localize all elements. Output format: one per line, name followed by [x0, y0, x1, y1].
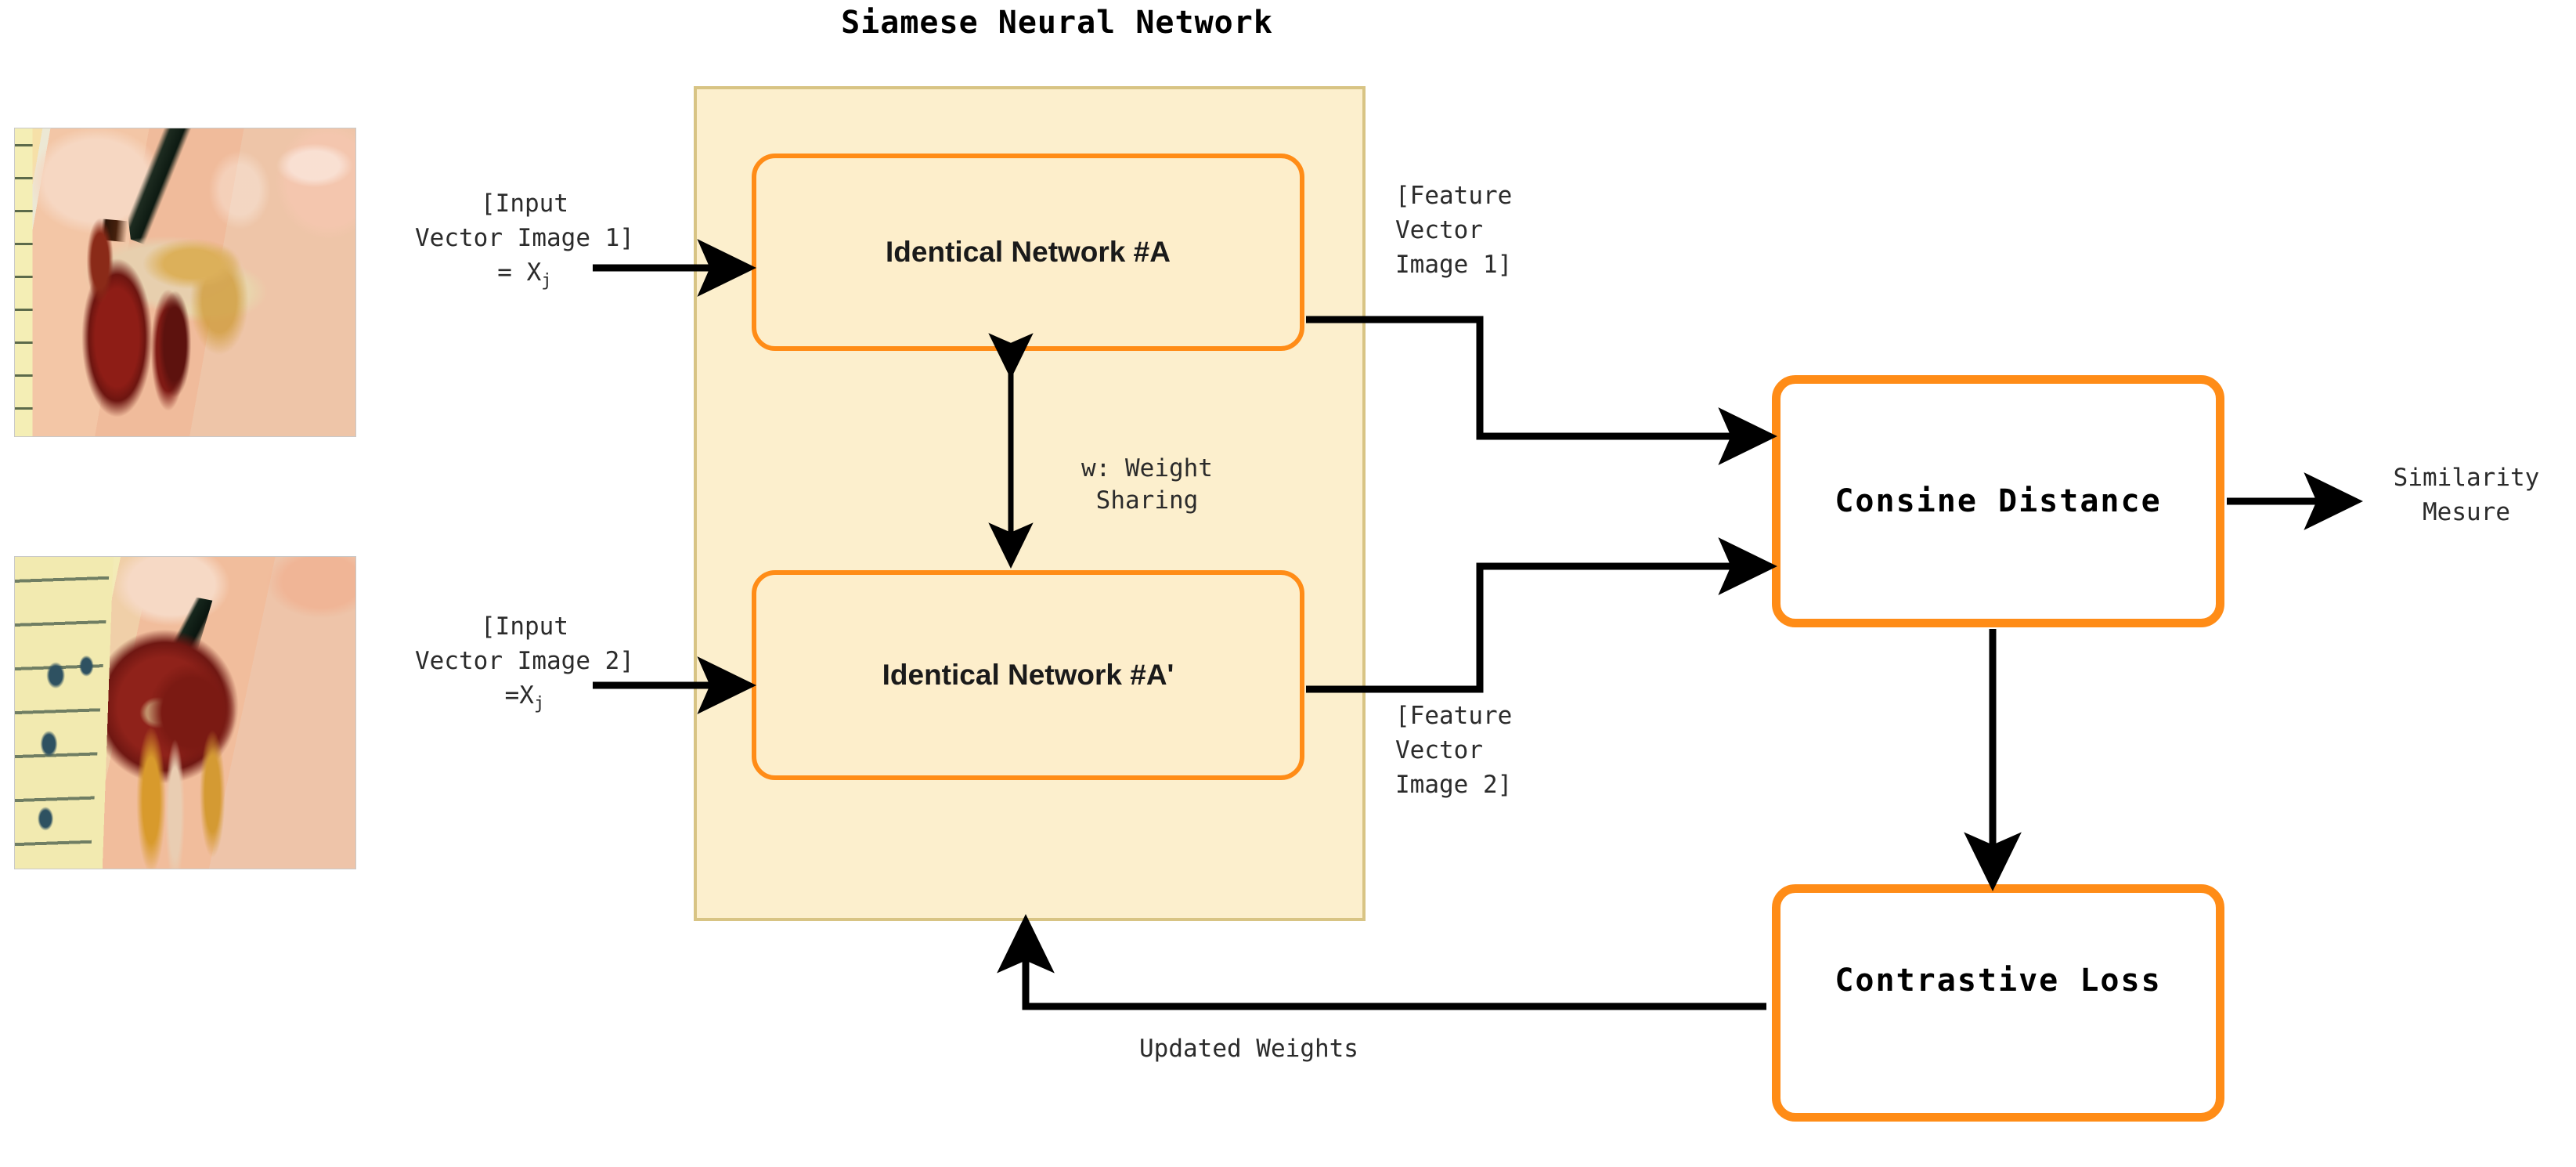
identical-network-a-prime-box[interactable]: Identical Network #A': [752, 570, 1304, 780]
input-1-subscript: j: [541, 270, 552, 291]
feature-vector-1-label: [Feature Vector Image 1]: [1395, 182, 1513, 280]
contrastive-loss-box[interactable]: Contrastive Loss: [1772, 884, 2224, 1122]
input-image-1: [14, 128, 356, 437]
arrow-updated-weights-feedback: [997, 914, 1766, 1010]
input-image-2: [14, 556, 356, 869]
input-vector-2-label: [Input Vector Image 2] =Xj: [415, 612, 634, 714]
input-vector-1-label: [Input Vector Image 1] = Xj: [415, 190, 634, 291]
feature-vector-2-label: [Feature Vector Image 2]: [1395, 702, 1513, 800]
page-title: Siamese Neural Network: [841, 5, 1273, 41]
arrow-network-a-prime-to-cosine: [1306, 537, 1777, 693]
cosine-distance-box[interactable]: Consine Distance: [1772, 375, 2224, 627]
similarity-measure-label: Similarity Mesure: [2393, 464, 2540, 527]
input-2-subscript: j: [533, 693, 545, 714]
updated-weights-label: Updated Weights: [1139, 1035, 1358, 1063]
arrow-network-a-to-cosine: [1306, 316, 1777, 465]
weight-sharing-label: w: Weight Sharing: [1081, 454, 1213, 515]
identical-network-a-box[interactable]: Identical Network #A: [752, 154, 1304, 351]
